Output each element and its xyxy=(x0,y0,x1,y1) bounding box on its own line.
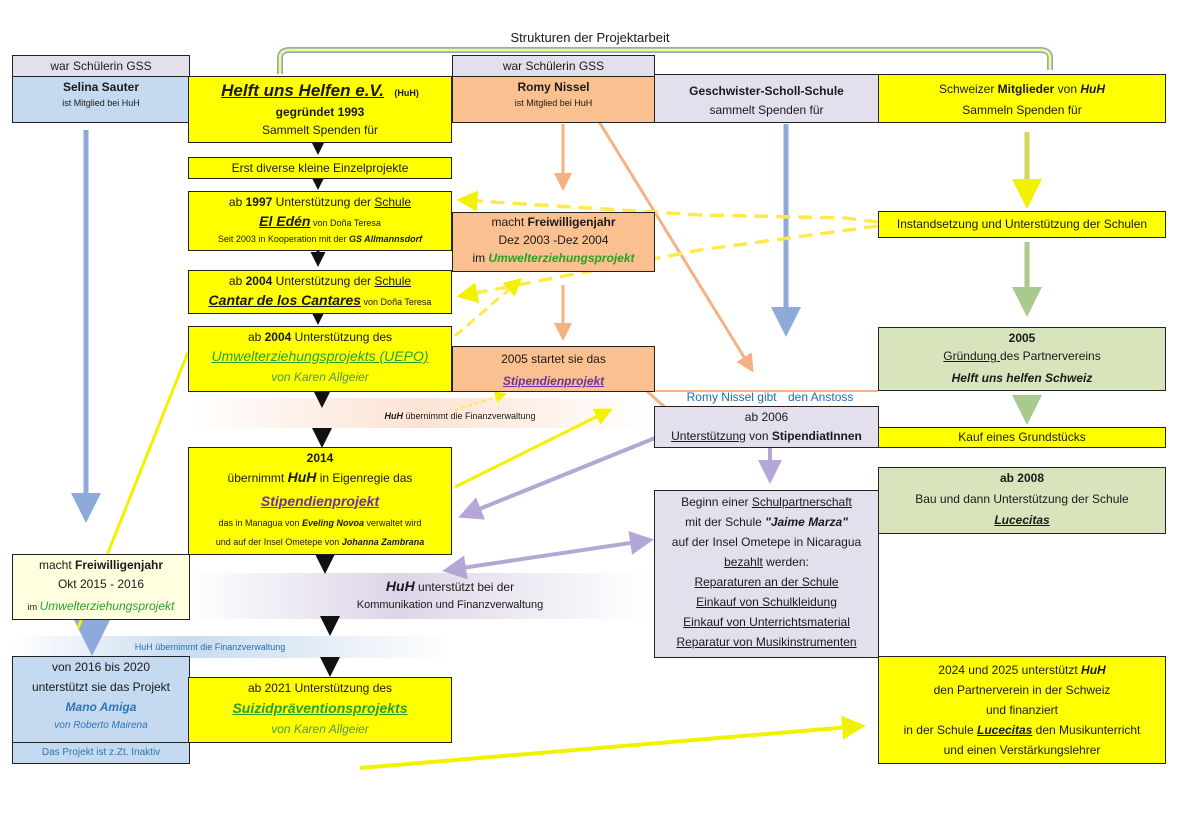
grundstueck-box: Kauf eines Grundstücks xyxy=(878,427,1166,448)
geschwister-scholl-schule-box: Geschwister-Scholl-Schule sammelt Spende… xyxy=(654,74,879,123)
kommunikation-band: HuH unterstützt bei der Kommunikation un… xyxy=(356,578,544,611)
einzelprojekte-box: Erst diverse kleine Einzelprojekte xyxy=(188,157,452,179)
mano-amiga-box: von 2016 bis 2020 unterstützt sie das Pr… xyxy=(12,656,190,743)
partnerverein-2005-box: 2005 Gründung des Partnervereins Helft u… xyxy=(878,327,1166,391)
musikunterricht-2024-box: 2024 und 2025 unterstützt HuH den Partne… xyxy=(878,656,1166,764)
schulpartnerschaft-box: Beginn einer Schulpartnerschaft mit der … xyxy=(654,490,879,658)
anstoss-label: Romy Nissel gibt den Anstoss xyxy=(686,390,854,404)
freiwilligenjahr-2003-box: macht Freiwilligenjahr Dez 2003 -Dez 200… xyxy=(452,212,655,272)
romy-nissel-box: Romy Nissel ist Mitglied bei HuH xyxy=(452,76,655,123)
swiss-members-box: Schweizer Mitglieder von HuH Sammeln Spe… xyxy=(878,74,1166,123)
stipendienprojekt-2014-box: 2014 übernimmt HuH in Eigenregie das Sti… xyxy=(188,447,452,555)
diagram-title: Strukturen der Projektarbeit xyxy=(510,30,670,45)
instandsetzung-box: Instandsetzung und Unterstützung der Sch… xyxy=(878,211,1166,238)
selina-top-label: war Schülerin GSS xyxy=(12,55,190,77)
ab-2006-stipendiaten-box: ab 2006 Unterstützung von StipendiatInne… xyxy=(654,406,879,448)
cantar-de-los-cantares-box: ab 2004 Unterstützung der Schule Cantar … xyxy=(188,270,452,314)
mano-finanzverwaltung-band: HuH übernimmt die Finanzverwaltung xyxy=(134,642,286,652)
freiwilligenjahr-2015-box: macht Freiwilligenjahr Okt 2015 - 2016 i… xyxy=(12,554,190,620)
huh-abbr: (HuH) xyxy=(394,88,419,98)
huh-box: Helft uns Helfen e.V. (HuH) gegründet 19… xyxy=(188,76,452,143)
mano-inactive-label: Das Projekt ist z.Zt. Inaktiv xyxy=(12,742,190,764)
el-eden-box: ab 1997 Unterstützung der Schule El Edén… xyxy=(188,191,452,251)
selina-sauter-box: Selina Sauter ist Mitglied bei HuH xyxy=(12,76,190,123)
ab-2008-lucecitas-box: ab 2008 Bau und dann Unterstützung der S… xyxy=(878,467,1166,534)
stipendienprojekt-2005-box: 2005 startet sie das Stipendienprojekt xyxy=(452,346,655,392)
suizidpraevention-box: ab 2021 Unterstützung des Suizidpräventi… xyxy=(188,677,452,743)
finanzverwaltung-band: HuH übernimmt die Finanzverwaltung xyxy=(384,411,536,421)
romy-top-label: war Schülerin GSS xyxy=(452,55,655,77)
huh-name: Helft uns Helfen e.V. xyxy=(221,81,384,100)
uepo-box: ab 2004 Unterstützung des Umwelterziehun… xyxy=(188,326,452,392)
